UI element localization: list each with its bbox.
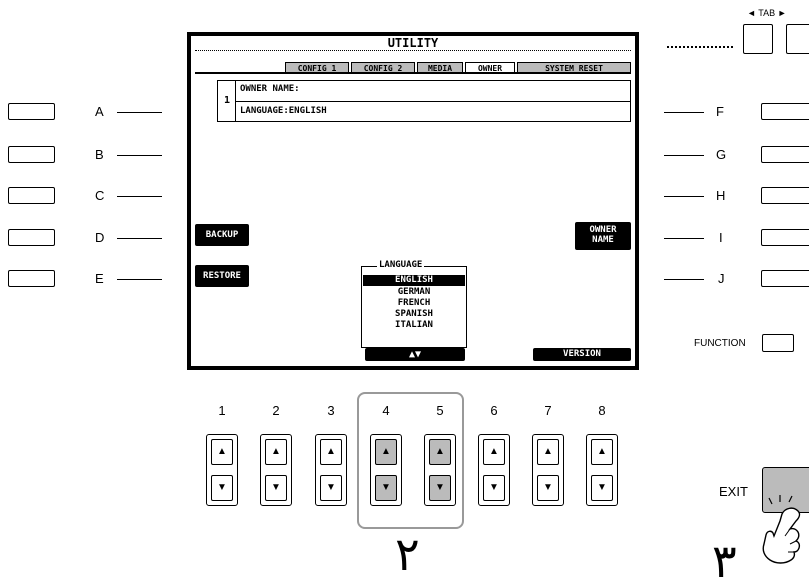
language-scroll-button[interactable]: ▲▼ xyxy=(365,348,465,361)
version-button[interactable]: VERSION xyxy=(533,348,631,361)
leader-a xyxy=(117,112,162,113)
updown-2: ▲ ▼ xyxy=(260,434,292,506)
label-f: F xyxy=(716,104,724,119)
label-b: B xyxy=(95,147,104,162)
updown-6: ▲ ▼ xyxy=(478,434,510,506)
label-d: D xyxy=(95,230,104,245)
language-option-italian[interactable]: ITALIAN xyxy=(363,320,465,331)
up-button-6[interactable]: ▲ xyxy=(483,439,505,465)
button-a[interactable] xyxy=(8,103,55,120)
up-button-2[interactable]: ▲ xyxy=(265,439,287,465)
leader-e xyxy=(117,279,162,280)
updown-8: ▲ ▼ xyxy=(586,434,618,506)
label-j: J xyxy=(718,271,725,286)
button-e[interactable] xyxy=(8,270,55,287)
button-g[interactable] xyxy=(761,146,809,163)
language-option-english[interactable]: ENGLISH xyxy=(363,275,465,286)
hand-pointer-icon xyxy=(752,494,809,582)
button-i[interactable] xyxy=(761,229,809,246)
updown-7: ▲ ▼ xyxy=(532,434,564,506)
leader-g xyxy=(664,155,704,156)
label-g: G xyxy=(716,147,726,162)
tab-leader xyxy=(667,46,733,48)
tab-label: ◄ TAB ► xyxy=(747,8,787,18)
function-label: FUNCTION xyxy=(694,338,746,349)
tab-underline xyxy=(195,72,631,74)
up-button-3[interactable]: ▲ xyxy=(320,439,342,465)
number-label-8: 8 xyxy=(592,403,612,418)
button-j[interactable] xyxy=(761,270,809,287)
up-button-5[interactable]: ▲ xyxy=(429,439,451,465)
leader-c xyxy=(117,196,162,197)
button-c[interactable] xyxy=(8,187,55,204)
updown-5: ▲ ▼ xyxy=(424,434,456,506)
step-mark-3: ٣ xyxy=(712,535,737,587)
language-option-french[interactable]: FRENCH xyxy=(363,298,465,309)
updown-4: ▲ ▼ xyxy=(370,434,402,506)
down-button-1[interactable]: ▼ xyxy=(211,475,233,501)
label-c: C xyxy=(95,188,104,203)
up-button-4[interactable]: ▲ xyxy=(375,439,397,465)
down-button-2[interactable]: ▼ xyxy=(265,475,287,501)
down-button-6[interactable]: ▼ xyxy=(483,475,505,501)
language-option-spanish[interactable]: SPANISH xyxy=(363,309,465,320)
exit-label: EXIT xyxy=(719,484,748,499)
down-button-3[interactable]: ▼ xyxy=(320,475,342,501)
leader-f xyxy=(664,112,704,113)
language-list-title: LANGUAGE xyxy=(377,260,424,270)
updown-3: ▲ ▼ xyxy=(315,434,347,506)
number-label-1: 1 xyxy=(212,403,232,418)
backup-button[interactable]: BACKUP xyxy=(195,224,249,246)
screen-title: UTILITY xyxy=(191,36,635,50)
button-h[interactable] xyxy=(761,187,809,204)
button-b[interactable] xyxy=(8,146,55,163)
leader-b xyxy=(117,155,162,156)
owner-name-button[interactable]: OWNER NAME xyxy=(575,222,631,250)
leader-d xyxy=(117,238,162,239)
up-button-7[interactable]: ▲ xyxy=(537,439,559,465)
row-separator xyxy=(236,101,630,102)
leader-h xyxy=(664,196,704,197)
language-text: LANGUAGE:ENGLISH xyxy=(240,106,327,116)
tab-left-button[interactable] xyxy=(743,24,773,54)
up-button-8[interactable]: ▲ xyxy=(591,439,613,465)
down-button-8[interactable]: ▼ xyxy=(591,475,613,501)
owner-name-text: OWNER NAME: xyxy=(240,84,300,94)
down-button-5[interactable]: ▼ xyxy=(429,475,451,501)
function-button[interactable] xyxy=(762,334,794,352)
down-button-4[interactable]: ▼ xyxy=(375,475,397,501)
leader-j xyxy=(664,279,704,280)
language-option-german[interactable]: GERMAN xyxy=(363,287,465,298)
tab-right-button[interactable] xyxy=(786,24,809,54)
label-a: A xyxy=(95,104,104,119)
number-label-6: 6 xyxy=(484,403,504,418)
leader-i xyxy=(664,238,704,239)
number-label-7: 7 xyxy=(538,403,558,418)
up-button-1[interactable]: ▲ xyxy=(211,439,233,465)
number-label-3: 3 xyxy=(321,403,341,418)
button-f[interactable] xyxy=(761,103,809,120)
owner-name-button-line1: OWNER xyxy=(575,225,631,235)
owner-name-button-line2: NAME xyxy=(575,235,631,245)
label-i: I xyxy=(719,230,723,245)
label-e: E xyxy=(95,271,104,286)
down-button-7[interactable]: ▼ xyxy=(537,475,559,501)
restore-button[interactable]: RESTORE xyxy=(195,265,249,287)
updown-1: ▲ ▼ xyxy=(206,434,238,506)
button-d[interactable] xyxy=(8,229,55,246)
label-h: H xyxy=(716,188,725,203)
lcd-display: UTILITY CONFIG 1 CONFIG 2 MEDIA OWNER SY… xyxy=(191,36,635,366)
number-label-2: 2 xyxy=(266,403,286,418)
step-mark-2: ٢ xyxy=(395,528,420,580)
lcd-screen: UTILITY CONFIG 1 CONFIG 2 MEDIA OWNER SY… xyxy=(187,32,639,370)
row-number: 1 xyxy=(220,95,234,106)
title-divider xyxy=(195,50,631,51)
owner-info-box: 1 OWNER NAME: LANGUAGE:ENGLISH xyxy=(217,80,631,122)
